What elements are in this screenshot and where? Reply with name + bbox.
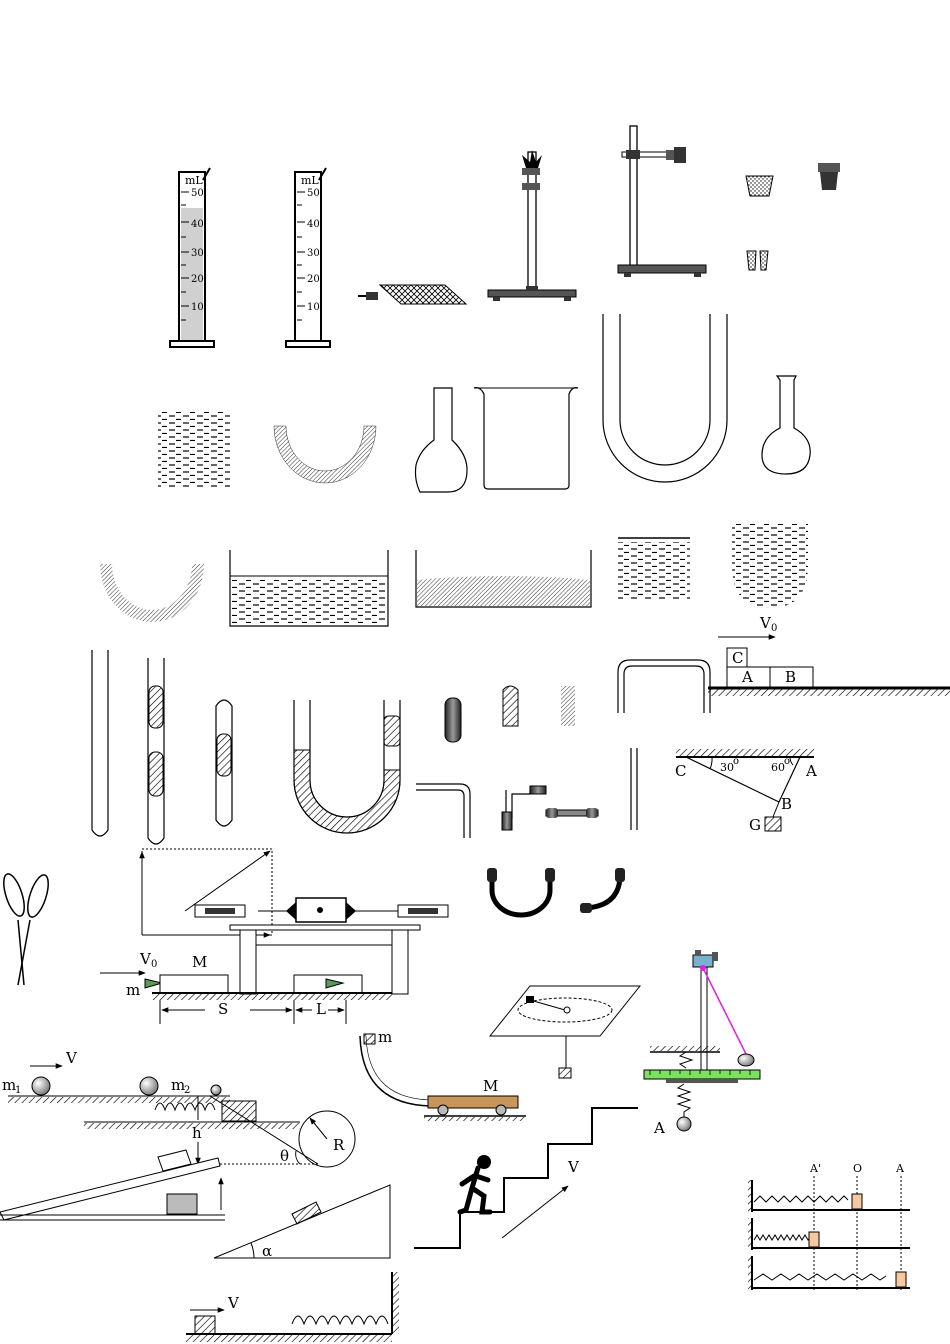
water-tank [229,550,389,627]
block-b-label: B [785,668,796,686]
position-a-label: A [895,1162,905,1175]
straight-glass-tube [630,748,638,830]
measuring-cylinder-empty: mL 50 40 30 20 10 [285,167,331,348]
velocity-label: V [759,614,772,632]
tube-with-mercury [147,658,165,845]
subscript: 2 [184,1085,190,1096]
tick-label: 20 [191,274,204,285]
cylinder-hatched [502,685,519,727]
tick-label: 30 [307,248,320,259]
hatched-u-shape [273,425,377,484]
velocity-label: V [139,950,152,968]
rubber-stoppers [745,163,840,271]
subscript: 0 [151,959,157,970]
hanging-triangle-diagram: C A B G 30 o 60 o [675,749,817,834]
tick-label: 20 [307,274,320,285]
position-a-prime-label: A' [809,1162,821,1175]
tube-connectors [501,785,599,831]
subscript: 0 [771,623,777,634]
right-triangle-incline: α [213,1184,391,1260]
curved-ramp-cart: m M [359,1028,526,1121]
tick-label: 10 [307,302,320,313]
iron-stand-clamp [487,150,577,301]
block-a-label: A [741,668,753,686]
tick-label: 30 [191,248,204,259]
angle-theta-label: θ [280,1147,289,1165]
iron-stand-with-bracket [617,125,707,277]
sand-tank [415,550,592,608]
angle-60-label: 60 [771,761,785,774]
round-bottom-flask [761,375,811,475]
point-a-label: A [653,1119,665,1137]
tick-label: 10 [191,302,204,313]
velocity-label: V [65,1049,78,1067]
mass-big-m-label: M [483,1077,498,1095]
block-c-label: C [732,649,743,667]
angle-30-label: 30 [720,761,734,774]
cylinder-unit-label: mL [185,174,203,187]
point-b-label: B [781,795,792,813]
angle-alpha-label: α [262,1242,272,1260]
velocity-label: V [567,1158,580,1176]
sealed-tube [215,699,233,827]
stairs-person: V [414,1107,638,1249]
elbow-tube [416,783,471,838]
point-a-label: A [805,762,817,780]
degree-mark: o [733,756,739,767]
spring-balance-setup [139,848,449,995]
water-column [158,412,230,488]
bent-tube [617,659,711,713]
u-tube-mercury [293,700,401,834]
spring-oscillator-frames: A' O A [748,1162,910,1292]
water-bowl [732,524,808,608]
mass-m-label: m [126,981,140,999]
cylinder-dotted [561,686,575,726]
tick-label: 50 [191,188,204,199]
u-tube-large [602,314,728,483]
water-block [618,537,690,600]
collision-track-diagram: V m 1 m 2 h θ R [2,1049,356,1168]
cylinder-unit-label: mL [301,174,319,187]
block-stack-diagram: V 0 C A B [708,614,950,696]
measuring-cylinder-filled: mL 50 40 30 20 10 [169,167,215,348]
mass-big-m-label: M [192,953,207,971]
cylinder-solid [444,697,462,743]
laser-spring-apparatus: A [643,950,761,1137]
bullet-block-diagram: V 0 m M S L [100,950,392,1024]
velocity-label: V [227,1294,240,1312]
beaker [473,387,579,490]
position-o-label: O [853,1162,862,1175]
m1-label: m [2,1076,16,1094]
mass-m-label: m [378,1028,392,1046]
block-spring-wall: V [186,1272,399,1342]
flat-bottom-flask [414,387,468,493]
distance-s-label: S [218,1000,228,1018]
weight-g-label: G [749,816,761,834]
subscript: 1 [15,1085,21,1096]
tick-label: 50 [307,188,320,199]
m2-label: m [171,1076,185,1094]
rubber-tubes [487,868,625,918]
height-h-label: h [192,1124,202,1142]
radius-r-label: R [333,1136,345,1154]
tick-label: 40 [307,219,320,230]
stick-figure-icon [457,1155,493,1215]
test-tube-empty [91,650,109,837]
hatched-u-small [100,564,204,622]
rotating-disc-diagram [488,985,642,1079]
degree-mark: o [784,756,790,767]
scissors-icon [3,873,49,986]
wire-gauze [358,284,468,305]
distance-l-label: L [316,1000,326,1018]
point-c-label: C [675,762,686,780]
incline-plane-block [0,1149,225,1221]
tick-label: 40 [191,219,204,230]
